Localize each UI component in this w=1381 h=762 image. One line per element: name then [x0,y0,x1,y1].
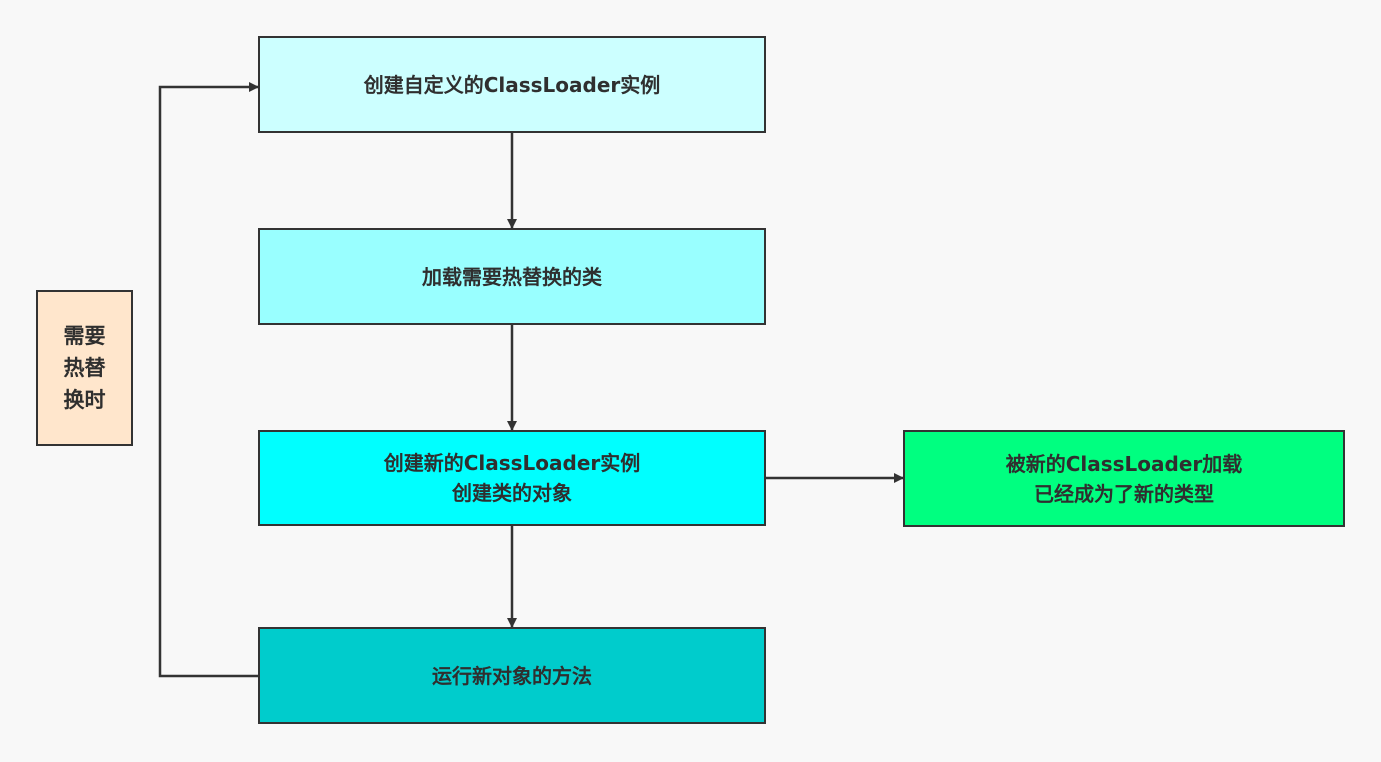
node-label-line: 创建自定义的ClassLoader实例 [363,72,661,97]
node-label-line: 创建新的ClassLoader实例 [383,451,641,475]
node-loaded-as-new-type: 被新的ClassLoader加载 已经成为了新的类型 [903,430,1345,527]
node-label-line: 需要 [63,324,106,348]
node-label-line: 创建类的对象 [452,481,572,505]
node-run-new-object-method: 运行新对象的方法 [258,627,766,724]
node-hot-swap-trigger: 需要 热替 换时 [36,290,133,446]
edge-run-method-to-create-loader [158,82,259,678]
node-label-line: 运行新对象的方法 [432,663,592,688]
node-label-line: 热替 [63,356,106,380]
node-label-line: 被新的ClassLoader加载 [1005,451,1243,476]
node-new-classloader-instance: 创建新的ClassLoader实例 创建类的对象 [258,430,766,526]
node-create-custom-classloader: 创建自定义的ClassLoader实例 [258,36,766,133]
node-label-line: 加载需要热替换的类 [422,264,602,289]
node-load-hot-swap-class: 加载需要热替换的类 [258,228,766,325]
node-label-line: 已经成为了新的类型 [1034,481,1214,506]
node-label-line: 换时 [63,388,106,412]
